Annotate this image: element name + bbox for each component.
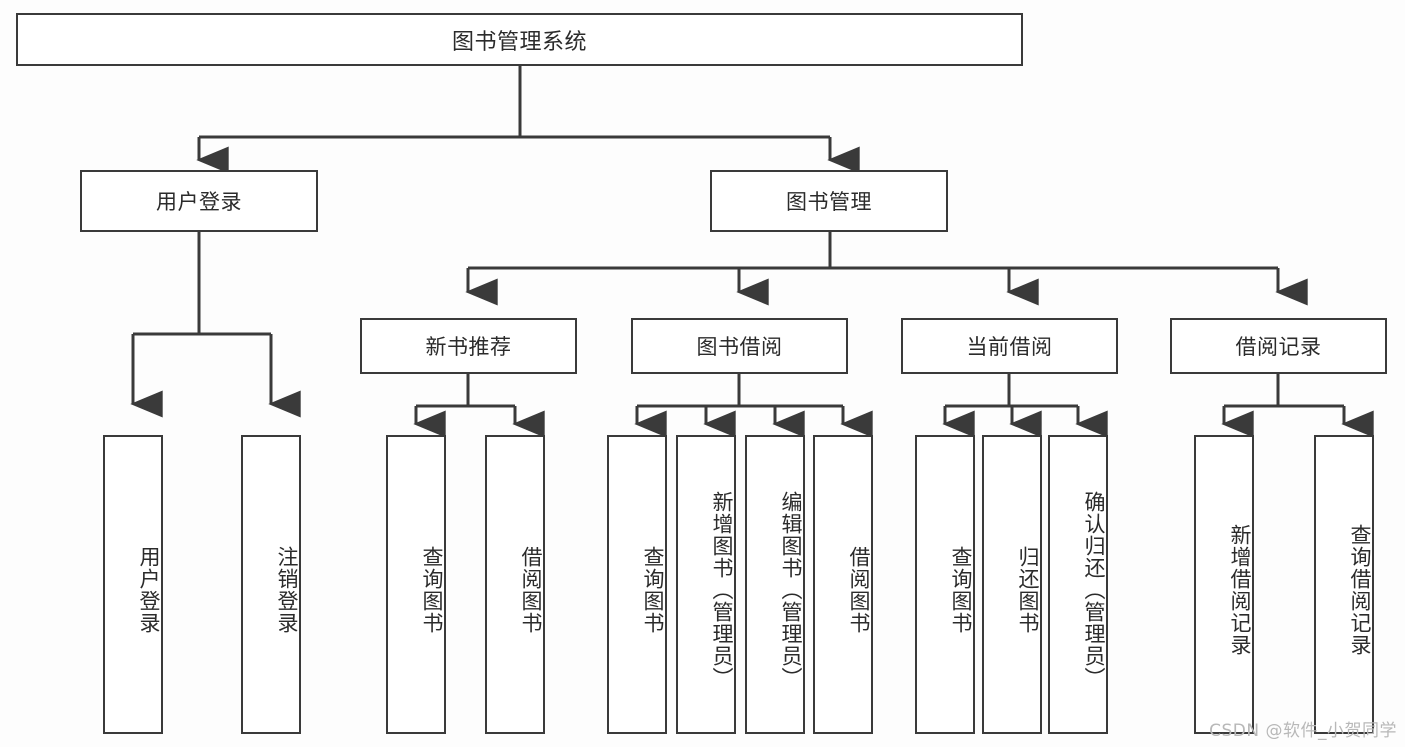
leaf-query-book-current[interactable]: 查询图书	[915, 435, 975, 734]
leaf-borrow-book[interactable]: 借阅图书	[813, 435, 873, 734]
node-label: 确认归还（管理员）	[1082, 490, 1106, 689]
leaf-return-book[interactable]: 归还图书	[982, 435, 1042, 734]
leaf-query-borrow-record[interactable]: 查询借阅记录	[1314, 435, 1374, 734]
node-user-login[interactable]: 用户登录	[80, 170, 318, 232]
node-label: 当前借阅	[966, 335, 1053, 359]
node-current-borrow[interactable]: 当前借阅	[901, 318, 1118, 374]
node-book-borrow[interactable]: 图书借阅	[631, 318, 848, 374]
node-label: 图书管理系统	[451, 29, 587, 55]
node-borrow-record[interactable]: 借阅记录	[1170, 318, 1387, 374]
node-label: 归还图书	[1016, 545, 1040, 634]
leaf-query-book-borrow[interactable]: 查询图书	[607, 435, 667, 734]
node-label: 查询图书	[641, 545, 665, 634]
node-root-book-management-system[interactable]: 图书管理系统	[16, 13, 1023, 66]
leaf-logout-login[interactable]: 注销登录	[241, 435, 301, 734]
node-label: 查询借阅记录	[1348, 523, 1372, 656]
node-label: 编辑图书（管理员）	[779, 490, 803, 689]
node-label: 新书推荐	[425, 335, 512, 359]
node-label: 查询图书	[420, 545, 444, 634]
leaf-confirm-return[interactable]: 确认归还（管理员）	[1048, 435, 1108, 734]
csdn-watermark: CSDN @软件_小贺同学	[1209, 721, 1397, 741]
node-book-manage[interactable]: 图书管理	[710, 170, 948, 232]
node-label: 查询图书	[949, 545, 973, 634]
node-label: 图书管理	[786, 190, 872, 214]
node-label: 用户登录	[137, 545, 161, 634]
leaf-edit-book[interactable]: 编辑图书（管理员）	[745, 435, 805, 734]
node-label: 新增借阅记录	[1228, 523, 1252, 656]
node-label: 用户登录	[156, 190, 242, 214]
node-new-book-recommend[interactable]: 新书推荐	[360, 318, 577, 374]
leaf-add-book[interactable]: 新增图书（管理员）	[676, 435, 736, 734]
leaf-user-login[interactable]: 用户登录	[103, 435, 163, 734]
leaf-query-book-recommend[interactable]: 查询图书	[386, 435, 446, 734]
leaf-add-borrow-record[interactable]: 新增借阅记录	[1194, 435, 1254, 734]
node-label: 图书借阅	[696, 335, 783, 359]
node-label: 借阅图书	[847, 545, 871, 634]
node-label: 借阅记录	[1235, 335, 1322, 359]
node-label: 注销登录	[275, 545, 299, 634]
node-label: 新增图书（管理员）	[710, 490, 734, 689]
node-label: 借阅图书	[519, 545, 543, 634]
leaf-borrow-book-recommend[interactable]: 借阅图书	[485, 435, 545, 734]
